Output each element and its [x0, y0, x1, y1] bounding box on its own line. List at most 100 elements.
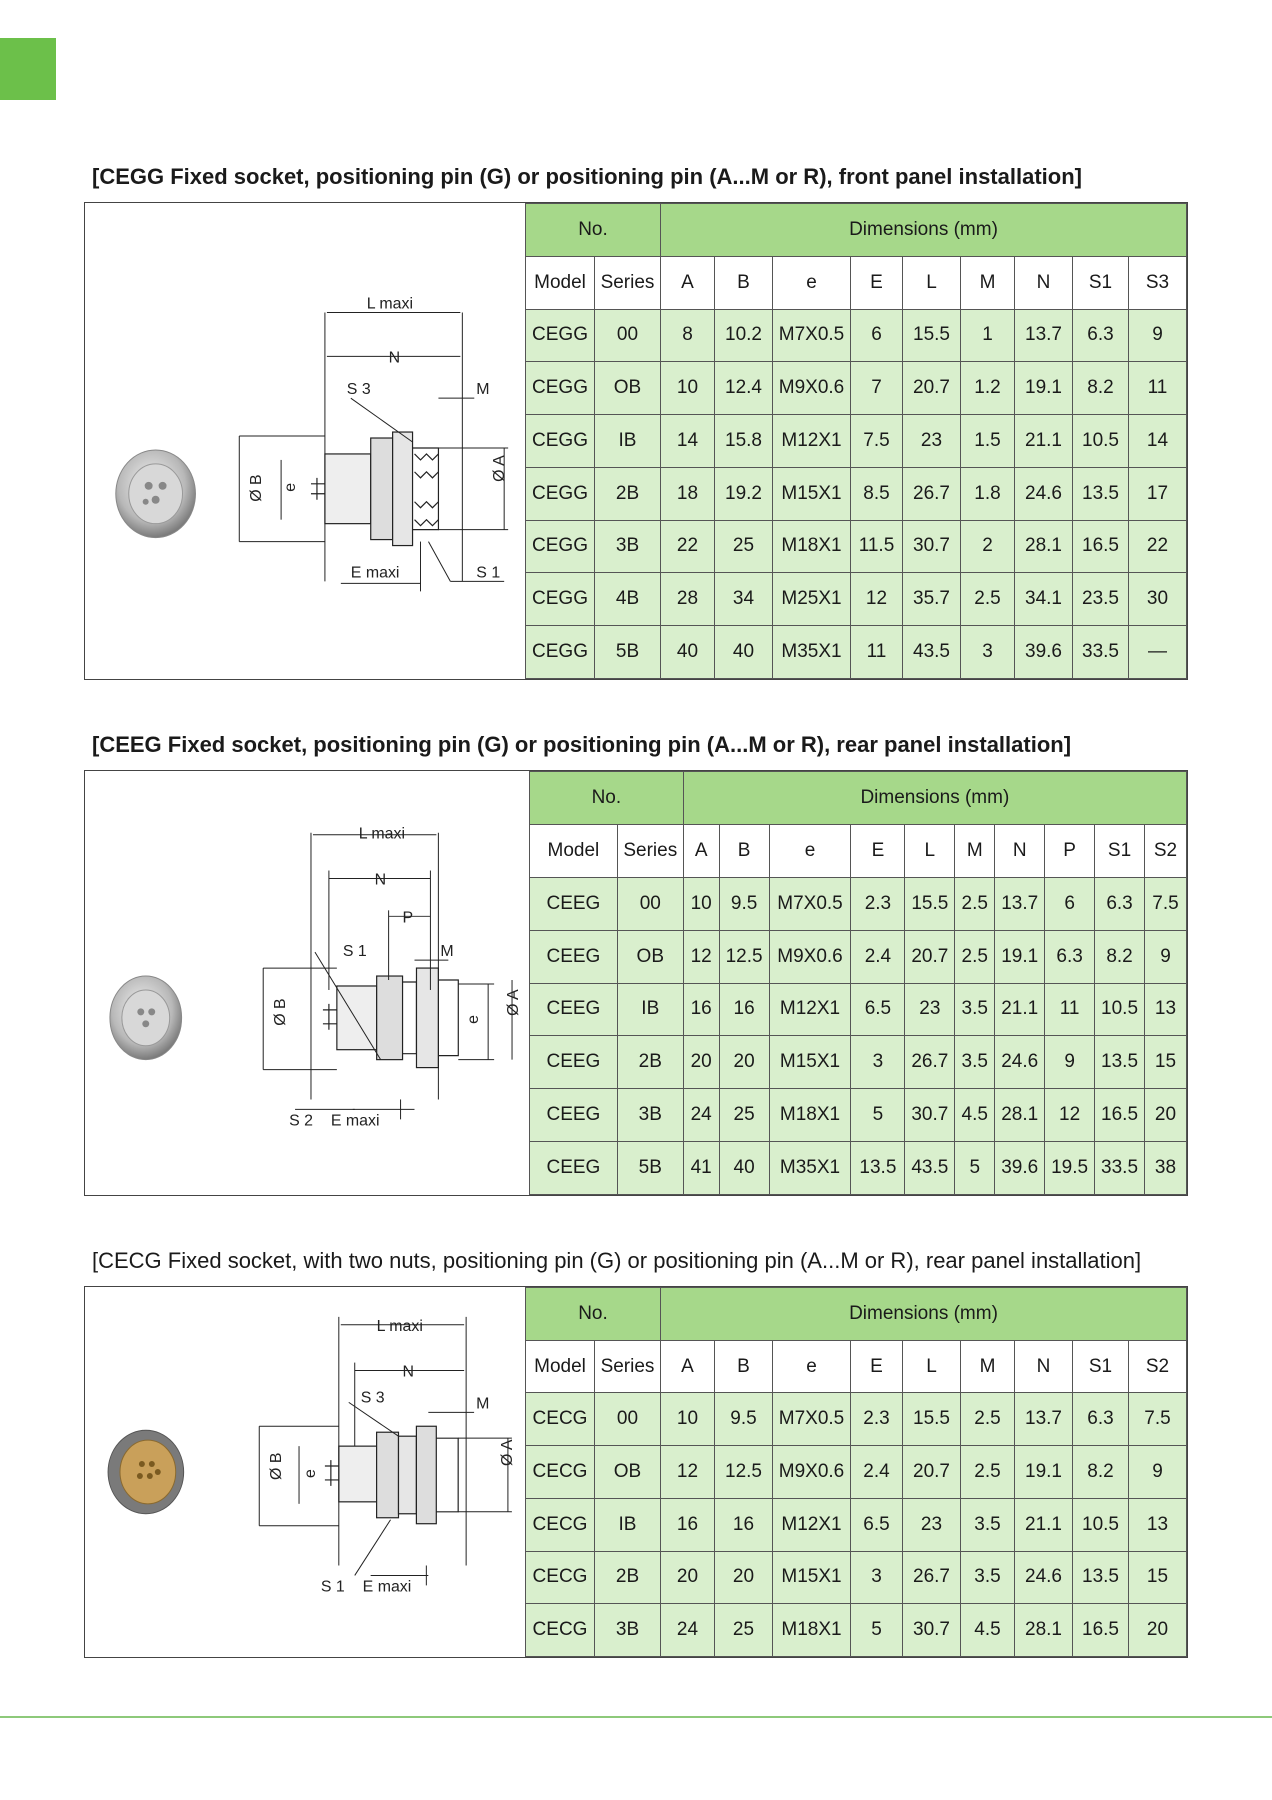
- label-l-maxi: L maxi: [359, 826, 405, 843]
- column-header: N: [994, 823, 1046, 878]
- table-cell: 9.5: [718, 876, 770, 931]
- table-cell: 19.5: [1044, 1141, 1096, 1195]
- table-cell: 28: [660, 572, 715, 627]
- table-cell: 2.3: [850, 1392, 903, 1447]
- column-header: B: [714, 255, 773, 310]
- table-cell: 00: [594, 1392, 661, 1447]
- cegg-header-no: No.: [525, 203, 661, 257]
- table-cell: 12: [1044, 1088, 1096, 1143]
- table-cell: M12X1: [768, 982, 852, 1037]
- table-cell: 9: [1143, 929, 1188, 984]
- column-header: A: [660, 255, 715, 310]
- table-cell: 1: [960, 308, 1015, 363]
- table-cell: 1.2: [960, 361, 1015, 416]
- table-cell: IB: [616, 982, 684, 1037]
- table-cell: CEEG: [529, 929, 618, 984]
- table-cell: 3B: [616, 1088, 684, 1143]
- column-header: B: [718, 823, 770, 878]
- table-cell: 26.7: [902, 1550, 961, 1605]
- table-cell: 21.1: [1014, 1497, 1073, 1552]
- socket-outline: [322, 967, 459, 1069]
- ceeg-technical-drawing: L maxi N P S 1 M Ø B e Ø A S 2 E maxi: [109, 826, 522, 1129]
- table-cell: 8.5: [850, 466, 903, 521]
- label-s1: S 1: [343, 943, 367, 960]
- table-cell: IB: [594, 1497, 661, 1552]
- table-cell: M12X1: [772, 414, 851, 468]
- table-cell: 00: [594, 308, 661, 363]
- column-header: L: [902, 1339, 961, 1394]
- cecg-technical-drawing: L maxi N S 3 M Ø B e Ø A S 1 E maxi: [107, 1316, 516, 1595]
- column-header: M: [960, 1339, 1015, 1394]
- table-cell: 7.5: [1128, 1392, 1187, 1447]
- table-cell: 16.5: [1072, 1603, 1129, 1657]
- column-header: S2: [1128, 1339, 1187, 1394]
- column-header: Model: [529, 823, 618, 878]
- table-cell: —: [1128, 625, 1187, 679]
- table-cell: 2.5: [960, 1445, 1015, 1499]
- label-p: P: [403, 909, 414, 926]
- table-cell: 24: [660, 1603, 715, 1657]
- table-cell: M9X0.6: [772, 1445, 851, 1499]
- table-cell: M7X0.5: [772, 308, 851, 363]
- table-cell: 16.5: [1094, 1088, 1145, 1143]
- column-header: S3: [1128, 255, 1187, 310]
- column-header: N: [1014, 255, 1073, 310]
- table-cell: 10.5: [1072, 1497, 1129, 1552]
- table-cell: OB: [594, 1445, 661, 1499]
- label-l-maxi: L maxi: [367, 296, 413, 313]
- label-e: e: [302, 1469, 319, 1478]
- table-cell: 8.2: [1072, 361, 1129, 416]
- table-cell: M18X1: [772, 1603, 851, 1657]
- table-cell: 28.1: [994, 1088, 1046, 1143]
- cecg-header-dims: Dimensions (mm): [660, 1287, 1187, 1341]
- column-header: E: [850, 255, 903, 310]
- table-cell: 4.5: [954, 1088, 996, 1143]
- table-cell: 41: [682, 1141, 720, 1195]
- table-cell: 20.7: [902, 1445, 961, 1499]
- column-header: A: [682, 823, 720, 878]
- table-cell: 3.5: [954, 982, 996, 1037]
- table-cell: 25: [718, 1088, 770, 1143]
- table-cell: 14: [660, 414, 715, 468]
- table-cell: 10.5: [1094, 982, 1145, 1037]
- table-cell: 1.8: [960, 466, 1015, 521]
- table-cell: 9: [1044, 1035, 1096, 1090]
- table-cell: 6.5: [850, 1497, 903, 1552]
- table-cell: 24.6: [1014, 466, 1073, 521]
- column-header: e: [768, 823, 852, 878]
- table-cell: 25: [714, 1603, 773, 1657]
- table-cell: 19.1: [1014, 1445, 1073, 1499]
- table-cell: 30.7: [902, 519, 961, 574]
- table-cell: 2.5: [960, 1392, 1015, 1447]
- table-cell: M9X0.6: [768, 929, 852, 984]
- table-cell: IB: [594, 414, 661, 468]
- table-cell: 12.5: [718, 929, 770, 984]
- ceeg-panel: L maxi N P S 1 M Ø B e Ø A S 2 E maxi No…: [84, 770, 1188, 1196]
- cegg-header-dims: Dimensions (mm): [660, 203, 1187, 257]
- table-cell: 39.6: [994, 1141, 1046, 1195]
- table-cell: 15.8: [714, 414, 773, 468]
- table-cell: OB: [594, 361, 661, 416]
- table-cell: 8: [660, 308, 715, 363]
- table-cell: 15: [1128, 1550, 1187, 1605]
- table-cell: 6: [850, 308, 903, 363]
- cegg-technical-drawing: L maxi N S 3 M Ø B e Ø A E maxi S 1: [115, 296, 509, 592]
- section-title-ceeg: [CEEG Fixed socket, positioning pin (G) …: [92, 732, 1072, 757]
- table-cell: 13.5: [1072, 1550, 1129, 1605]
- table-cell: CECG: [525, 1445, 595, 1499]
- table-cell: 21.1: [1014, 414, 1073, 468]
- dimension-lines: [238, 312, 509, 592]
- label-a: Ø A: [505, 989, 522, 1016]
- label-s3: S 3: [361, 1389, 385, 1406]
- table-cell: 2.5: [960, 572, 1015, 627]
- connector-photo: [107, 1429, 185, 1515]
- table-cell: 43.5: [902, 625, 961, 679]
- label-s3: S 3: [347, 381, 371, 398]
